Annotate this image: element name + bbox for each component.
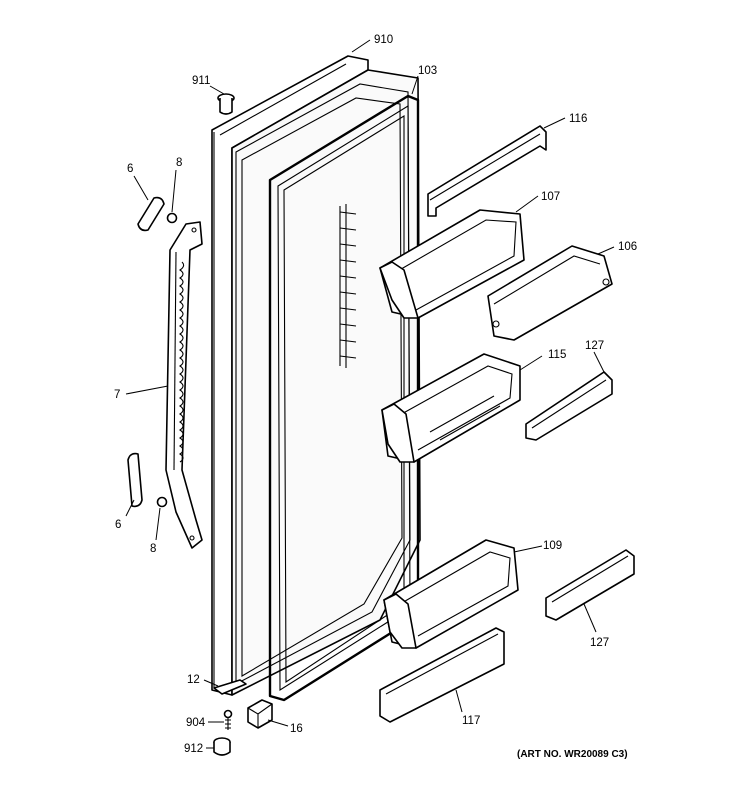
- callout-6-upper: 6: [127, 163, 133, 175]
- art-number: (ART NO. WR20089 C3): [517, 749, 628, 760]
- callout-109: 109: [543, 540, 562, 552]
- callout-107: 107: [541, 191, 560, 203]
- door-bin-115: [381, 353, 521, 463]
- bin-rail-116: [427, 125, 547, 217]
- handle-end-cap-upper: [137, 196, 165, 232]
- callout-910: 910: [374, 34, 393, 46]
- bin-front-127-upper: [525, 371, 613, 441]
- callout-12: 12: [187, 674, 200, 686]
- callout-912: 912: [184, 743, 203, 755]
- callout-115: 115: [548, 349, 566, 361]
- door-bin-109: [383, 539, 519, 649]
- screw-lower: [156, 496, 168, 508]
- callout-8-upper: 8: [176, 157, 182, 169]
- callout-911: 911: [192, 75, 210, 87]
- callout-16: 16: [290, 723, 303, 735]
- callout-6-lower: 6: [115, 519, 121, 531]
- bin-front-127-lower: [545, 549, 635, 621]
- callout-8-lower: 8: [150, 543, 156, 555]
- bin-front-117: [379, 627, 505, 723]
- hinge-bracket-12: [213, 679, 247, 695]
- leader-lines: [125, 39, 615, 749]
- door-bin-106: [487, 245, 613, 341]
- callout-127-upper: 127: [585, 340, 604, 352]
- callout-106: 106: [618, 241, 637, 253]
- callout-116: 116: [569, 113, 587, 125]
- screw-upper: [166, 212, 178, 224]
- callout-117: 117: [462, 715, 480, 727]
- callout-904: 904: [186, 717, 206, 729]
- callout-7: 7: [114, 389, 120, 401]
- callout-103: 103: [418, 65, 437, 77]
- hinge-pin-912: [213, 737, 231, 756]
- handle-end-cap-lower: [127, 452, 143, 508]
- liner-shelf-rails: [339, 204, 357, 368]
- door-bin-107: [379, 209, 525, 319]
- screw-904: [223, 709, 233, 730]
- callout-127-lower: 127: [590, 637, 609, 649]
- door-handle: [165, 221, 203, 549]
- hinge-bushing-911: [217, 93, 235, 115]
- hinge-block-16: [247, 699, 273, 729]
